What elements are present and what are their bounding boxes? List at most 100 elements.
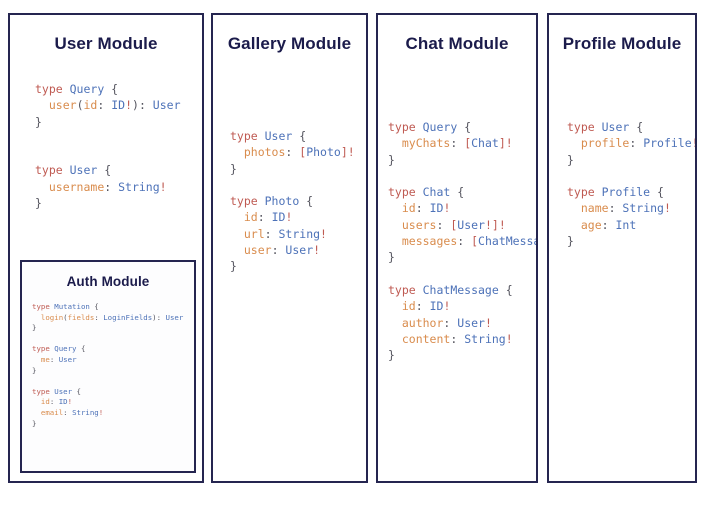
code-token-kw: type [567,120,602,134]
code-token-type: User [457,315,485,330]
module-card-chat[interactable]: Chat Module type Query { myChats: [Chat]… [376,13,538,483]
module-card-auth[interactable]: Auth Module type Mutation { login(fields… [20,260,196,473]
code-token-kw: type [32,302,55,311]
code-line: users: [User!]! [388,217,536,233]
code-token-pun: { [457,120,472,134]
code-token-type: User [457,217,485,232]
code-line: login(fields: LoginFields): User [32,313,194,324]
code-token-type: String [464,331,506,346]
code-token-fld: users [401,217,437,232]
code-line: type Query { [32,344,194,355]
code-token-pun: } [32,418,37,428]
code-token-pun: } [388,348,395,363]
code-token-bang: ] [498,136,506,151]
module-card-profile[interactable]: Profile Module type User { profile: Prof… [547,13,697,483]
code-line: id: ID! [388,298,536,314]
code-token-pun: ( [63,312,68,322]
code-token-pun: { [97,163,112,178]
code-token-pun: : [97,98,112,113]
module-title-gallery: Gallery Module [227,34,352,53]
code-token-type: User [601,120,630,134]
code-line: } [567,233,695,249]
code-token-pun: ( [76,98,84,113]
code-line: } [35,195,202,211]
code-token-bang: [ [299,145,307,160]
code-line: type Mutation { [32,302,194,313]
module-card-gallery[interactable]: Gallery Module type User { photos: [Phot… [211,13,368,483]
code-token-pun [388,218,402,232]
code-token-type: Chat [471,136,499,151]
code-token-pun: } [35,196,42,211]
code-token-type: ID [429,299,444,314]
code-token-bang: ! [484,315,492,330]
schema-code-user: type Query { user(id: ID!): User}type Us… [35,81,202,211]
code-token-pun [388,136,402,150]
code-token-pun: { [292,129,307,143]
code-line: age: Int [567,217,695,233]
code-token-pun: } [567,234,574,249]
code-token-pun: : [608,201,623,216]
module-title-auth: Auth Module [66,274,150,289]
code-token-pun: : [271,243,286,258]
code-token-bang: [ [450,217,458,232]
code-token-type: Mutation [54,302,90,311]
code-token-fld: myChats [401,136,451,151]
code-token-pun: : [49,354,59,364]
code-token-pun: } [230,161,237,176]
code-token-kw: type [567,185,602,200]
code-token-pun [32,408,41,417]
code-blank-line [32,334,194,345]
code-token-pun: { [650,185,664,200]
code-token-bang: [ [471,234,479,249]
code-token-type: Photo [264,194,300,209]
code-token-type: ID [111,98,126,113]
code-line: user: User! [230,242,366,258]
code-line: type Query { [388,119,536,135]
code-token-type: ChatMessage [478,234,536,249]
code-token-bang: [ [464,136,472,151]
code-token-bang: ! [498,217,506,232]
code-token-fld: email [40,407,64,417]
code-token-kw: type [35,82,70,96]
code-token-fld: username [48,179,105,194]
code-token-fld: age [580,217,602,232]
code-line: myChats: [Chat]! [388,135,536,151]
code-line: type User { [32,387,194,398]
code-token-fld: content [401,331,451,346]
code-token-kw: type [388,120,423,134]
code-token-type: Int [615,217,637,232]
code-token-fld: id [401,201,416,216]
code-token-bang: ! [67,397,73,407]
code-line: type User { [230,128,366,144]
code-token-pun: } [388,152,395,167]
code-line: type User { [567,119,695,135]
code-line: profile: Profile! [567,135,695,151]
code-token-pun: ): [132,98,153,113]
code-line: content: String! [388,331,536,347]
code-token-type: User [69,163,98,178]
code-token-pun: : [49,397,59,407]
code-token-pun: : [629,136,644,151]
code-line: } [388,152,536,168]
code-token-bang: ! [443,201,451,216]
code-token-type: User [58,354,77,364]
schema-code-auth: type Mutation { login(fields: LoginField… [32,302,194,429]
code-token-bang: ! [443,299,451,314]
module-card-user[interactable]: User Module type Query { user(id: ID!): … [8,13,204,483]
code-token-type: User [264,129,293,143]
code-token-pun: : [257,210,272,225]
code-token-pun: : [450,331,465,346]
code-token-type: Chat [422,185,451,200]
code-token-pun: { [72,386,81,396]
code-token-pun: { [76,344,86,354]
code-blank-line [567,168,695,184]
code-token-pun [35,98,49,112]
code-token-pun [230,243,244,257]
code-line: type Profile { [567,184,695,200]
code-token-bang: ! [692,136,695,150]
code-token-pun: : [457,234,472,249]
schema-code-gallery: type User { photos: [Photo]!}type Photo … [230,128,366,275]
code-token-kw: type [32,386,55,396]
code-token-pun [388,234,402,248]
